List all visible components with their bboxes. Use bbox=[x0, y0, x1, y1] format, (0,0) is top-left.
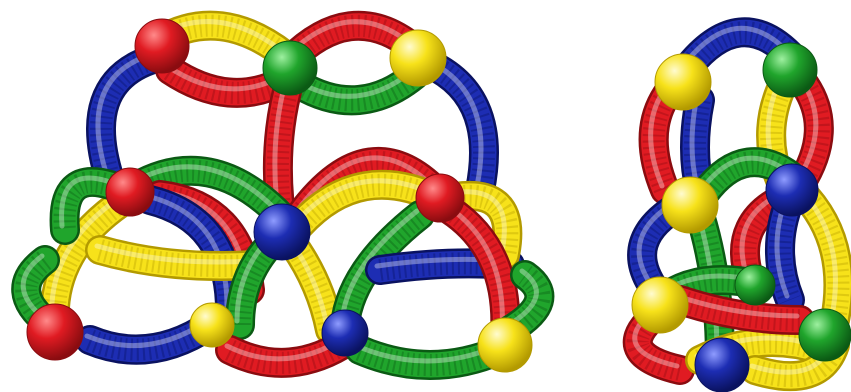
blue-connector-ball bbox=[694, 337, 750, 392]
blue-connector-ball bbox=[253, 203, 311, 261]
yellow-tube bbox=[85, 235, 270, 281]
blue-tube bbox=[86, 45, 165, 195]
yellow-connector-ball bbox=[189, 302, 235, 348]
red-connector-ball bbox=[105, 167, 155, 217]
red-connector-ball bbox=[134, 18, 190, 74]
yellow-connector-ball bbox=[477, 317, 533, 373]
green-tube bbox=[49, 167, 125, 245]
blue-connector-ball bbox=[765, 163, 819, 217]
green-connector-ball bbox=[798, 308, 851, 362]
blue-tube bbox=[135, 185, 245, 325]
green-connector-ball bbox=[734, 264, 776, 306]
yellow-connector-ball bbox=[654, 53, 712, 111]
yellow-connector-ball bbox=[389, 29, 447, 87]
ball-layer bbox=[26, 18, 851, 392]
green-connector-ball bbox=[762, 42, 818, 98]
red-connector-ball bbox=[26, 303, 84, 361]
blue-connector-ball bbox=[321, 309, 369, 357]
yellow-connector-ball bbox=[631, 276, 689, 334]
red-connector-ball bbox=[415, 173, 465, 223]
red-tube bbox=[665, 285, 815, 335]
yellow-connector-ball bbox=[661, 176, 719, 234]
green-tube bbox=[285, 60, 430, 116]
green-connector-ball bbox=[262, 40, 318, 96]
blue-tube bbox=[680, 85, 715, 205]
